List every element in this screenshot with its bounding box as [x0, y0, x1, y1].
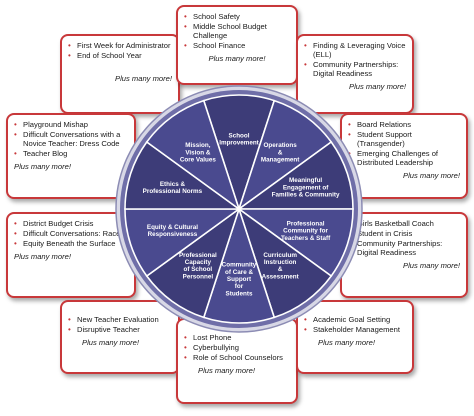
list-item: •End of School Year [68, 51, 142, 60]
card-bottom-right: •Academic Goal Setting •Stakeholder Mana… [296, 300, 414, 374]
wheel-segment-label: Operations&Management [261, 142, 300, 163]
list-item: •Teacher Blog [14, 149, 68, 158]
more-note: Plus many more! [208, 54, 266, 63]
wheel-segment-label: Mission,Vision &Core Values [180, 142, 217, 163]
list-item: •Disruptive Teacher [68, 325, 140, 334]
card-upper-right: •Board Relations •Student Support (Trans… [340, 113, 468, 199]
card-top: •School Safety •Middle School Budget Cha… [176, 5, 298, 85]
more-note: Plus many more! [14, 162, 71, 171]
more-note: Plus many more! [349, 82, 406, 91]
list-item: •Finding & Leveraging Voice (ELL) [304, 41, 406, 59]
list-item: •Middle School Budget Challenge [184, 22, 267, 40]
wheel-segment [145, 206, 241, 319]
more-note: Plus many more! [14, 252, 71, 261]
list-item: •Community Partnerships: Digital Readine… [304, 60, 399, 78]
list-item: •Lost Phone [184, 333, 232, 342]
list-item: •Academic Goal Setting [304, 315, 391, 324]
list-item: •School Finance [184, 41, 246, 50]
list-item: •Student Support (Transgender) [348, 130, 412, 148]
list-item: •Equity Beneath the Surface [14, 239, 116, 248]
wheel-segment [236, 208, 354, 278]
more-note: Plus many more! [115, 74, 172, 83]
wheel-segment [145, 99, 241, 212]
more-note: Plus many more! [403, 171, 460, 180]
list-item: •District Budget Crisis [14, 219, 94, 228]
card-upper-left: •Playground Mishap •Difficult Conversati… [6, 113, 136, 199]
list-item: •Cyberbullying [184, 343, 240, 352]
more-note: Plus many more! [403, 261, 460, 270]
more-note: Plus many more! [198, 366, 255, 375]
list-item: •First Week for Administrator [68, 41, 171, 50]
list-item: •Difficult Conversations with a Novice T… [14, 130, 121, 148]
more-note: Plus many more! [82, 338, 139, 347]
list-item: •Playground Mishap [14, 120, 89, 129]
card-lower-left: •District Budget Crisis •Difficult Conve… [6, 212, 136, 298]
wheel-segment [236, 140, 354, 210]
list-item: •Difficult Conversations: Race [14, 229, 121, 238]
wheel-segment [237, 206, 333, 319]
list-item: •School Safety [184, 12, 240, 21]
list-item: •Role of School Counselors [184, 353, 283, 362]
wheel-segment-label: Ethics &Professional Norms [143, 181, 203, 195]
card-bottom-left: •New Teacher Evaluation •Disruptive Teac… [60, 300, 180, 374]
wheel-segment [124, 140, 242, 210]
wheel-segment [202, 206, 276, 324]
list-item: •New Teacher Evaluation [68, 315, 159, 324]
list-item: •Board Relations [348, 120, 412, 129]
more-note: Plus many more! [318, 338, 375, 347]
card-top-right: •Finding & Leveraging Voice (ELL) •Commu… [296, 34, 414, 114]
wheel-segment [202, 94, 276, 212]
list-item: •Stakeholder Management [304, 325, 400, 334]
wheel-segment [124, 208, 242, 278]
card-top-left: •First Week for Administrator •End of Sc… [60, 34, 180, 114]
wheel-segment [237, 99, 333, 212]
